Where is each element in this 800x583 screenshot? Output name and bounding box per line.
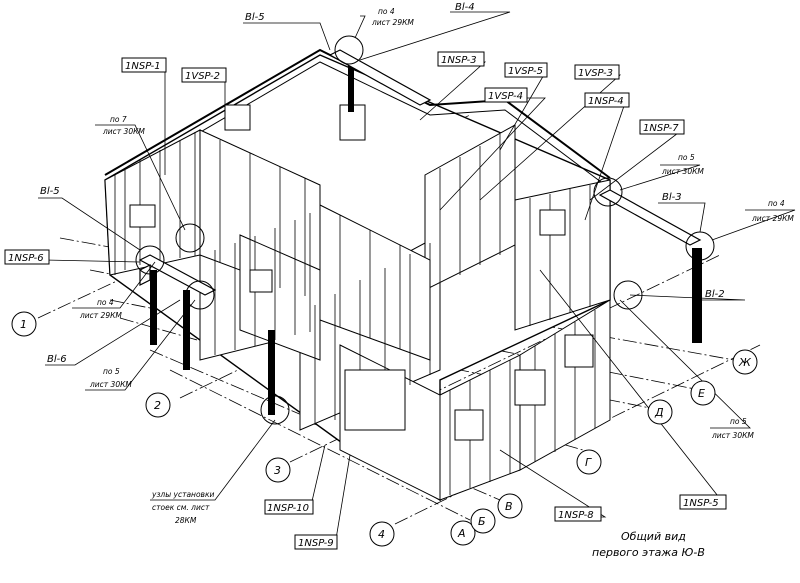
label-1nsp-10: 1NSP-10 (267, 503, 309, 514)
ref-nodes-line3: 28КМ (175, 516, 197, 525)
axis-a: А (457, 527, 466, 540)
ref-top-list: лист 29КМ (371, 18, 414, 27)
ref-nodes-line1: узлы установки (151, 490, 214, 499)
ref-r4-list: лист 29КМ (751, 214, 794, 223)
wall-studs (114, 132, 596, 495)
label-bl-6: Bl-6 (47, 354, 67, 365)
axis-d: Д (654, 406, 664, 419)
ref-l7-po: по 7 (110, 115, 127, 124)
ref-r5-po: по 5 (678, 153, 695, 162)
label-1nsp-6: 1NSP-6 (8, 253, 44, 264)
axis-2: 2 (154, 399, 161, 412)
axis-3: 3 (274, 464, 281, 477)
ref-top-po: по 4 (378, 7, 395, 16)
ref-nodes-line2: стоек см. лист (152, 503, 210, 512)
label-bl-5-top: Bl-5 (245, 12, 265, 23)
label-1nsp-5: 1NSP-5 (683, 498, 719, 509)
label-boxes (4, 51, 727, 550)
axis-e: Е (698, 387, 705, 400)
axis-b6: Б (478, 515, 486, 528)
label-bl-2: Bl-2 (705, 289, 725, 300)
ref-r4-po: по 4 (768, 199, 785, 208)
label-1nsp-8: 1NSP-8 (558, 510, 594, 521)
ref-l5-list: лист 30КМ (89, 380, 132, 389)
axis-4: 4 (378, 528, 385, 541)
label-bl-5-left: Bl-5 (40, 186, 60, 197)
label-1nsp-9: 1NSP-9 (298, 538, 334, 549)
label-1vsp-5: 1VSP-5 (508, 66, 543, 77)
axis-g: Г (585, 456, 592, 469)
posts (150, 62, 702, 415)
axis-zh: Ж (738, 356, 752, 369)
ref-l4-po: по 4 (97, 298, 114, 307)
label-1nsp-7: 1NSP-7 (643, 123, 679, 134)
openings (129, 104, 594, 441)
beams (138, 49, 702, 296)
ref-rb5-list: лист 30КМ (711, 431, 754, 440)
label-1nsp-3: 1NSP-3 (441, 55, 477, 66)
ref-r5-list: лист 30КМ (661, 167, 704, 176)
label-bl-3: Bl-3 (662, 192, 682, 203)
axis-v: В (505, 500, 513, 513)
label-1vsp-3: 1VSP-3 (578, 68, 613, 79)
label-1vsp-2: 1VSP-2 (185, 71, 220, 82)
axis-bubbles (11, 311, 758, 547)
label-1vsp-4: 1VSP-4 (488, 91, 523, 102)
label-bl-4: Bl-4 (455, 2, 475, 13)
label-1nsp-4: 1NSP-4 (588, 96, 624, 107)
ref-l4-list: лист 29КМ (79, 311, 122, 320)
building-frame (104, 48, 611, 502)
ref-rb5-po: по 5 (730, 417, 747, 426)
drawing-title-line2: первого этажа Ю-В (592, 546, 705, 559)
ref-l7-list: лист 30КМ (102, 127, 145, 136)
axis-1: 1 (20, 318, 27, 331)
drawing-title-line1: Общий вид (621, 530, 686, 543)
ref-l5-po: по 5 (103, 367, 120, 376)
label-1nsp-1: 1NSP-1 (125, 61, 161, 72)
